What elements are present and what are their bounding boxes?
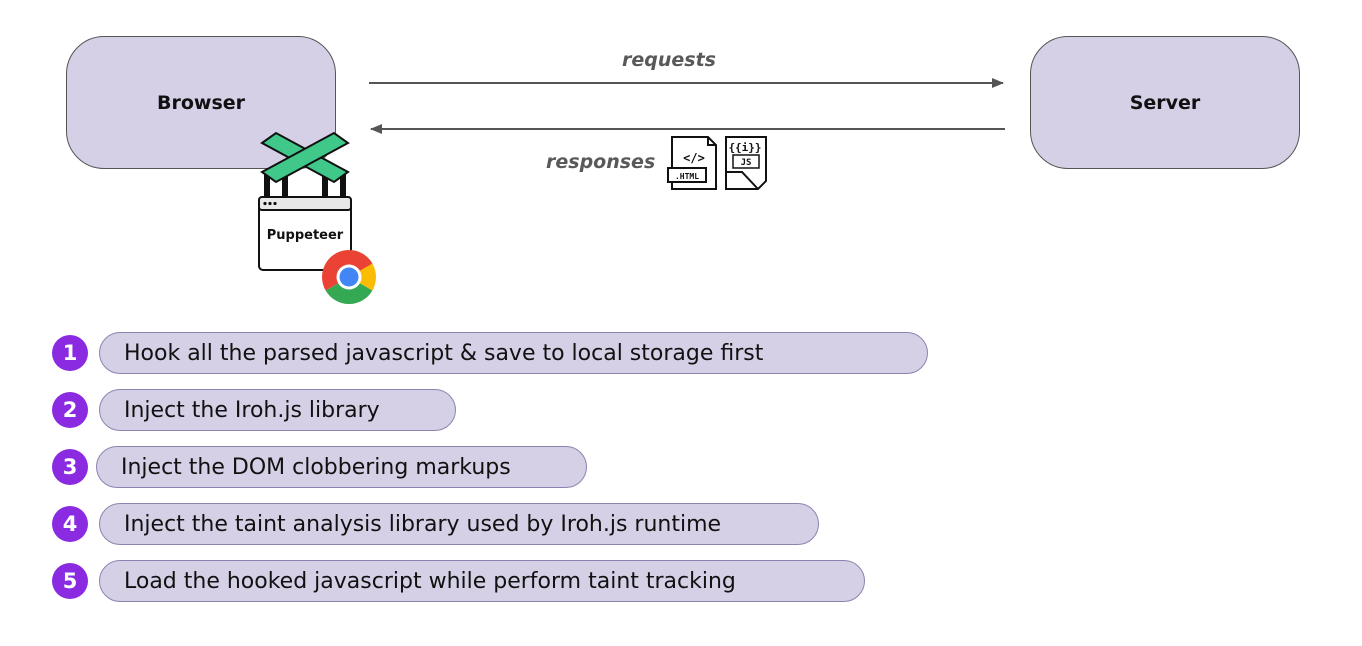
puppeteer-window-icon	[258, 196, 352, 271]
step-number-badge: 4	[52, 506, 88, 542]
step-number-badge: 3	[52, 449, 88, 485]
step-number-badge: 1	[52, 335, 88, 371]
step-number-badge: 2	[52, 392, 88, 428]
puppeteer-strings	[264, 163, 346, 200]
step-text: Inject the DOM clobbering markups	[96, 446, 587, 488]
step-text: Inject the Iroh.js library	[99, 389, 456, 431]
browser-label: Browser	[156, 91, 246, 114]
chrome-logo-icon	[322, 250, 376, 304]
step-text: Inject the taint analysis library used b…	[99, 503, 819, 545]
js-file-label: JS	[741, 158, 752, 168]
js-file-tag: {{i}}	[728, 141, 761, 154]
html-file-label: .HTML	[675, 172, 699, 181]
step-text: Hook all the parsed javascript & save to…	[99, 332, 928, 374]
server-node: Server	[1030, 36, 1300, 169]
step-text: Load the hooked javascript while perform…	[99, 560, 865, 602]
js-file-icon: {{i}} JS	[725, 136, 767, 190]
requests-label: requests	[622, 49, 716, 71]
responses-label: responses	[546, 151, 656, 173]
server-label: Server	[1129, 91, 1201, 114]
html-file-tag: </>	[683, 151, 705, 165]
puppeteer-label: Puppeteer	[266, 228, 344, 243]
step-number-badge: 5	[52, 563, 88, 599]
browser-node: Browser	[66, 36, 336, 169]
puppeteer-handle-icon	[260, 131, 350, 184]
html-file-icon: </> .HTML	[667, 136, 717, 190]
